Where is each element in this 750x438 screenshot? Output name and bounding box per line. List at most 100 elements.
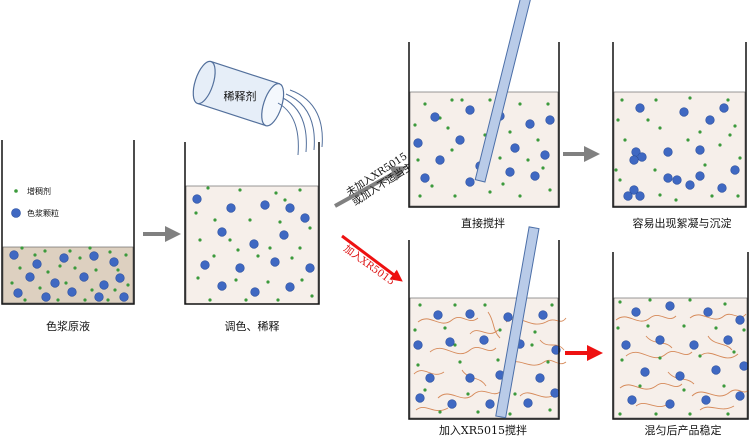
thickener-dot xyxy=(268,246,272,250)
pigment-particle xyxy=(703,307,713,317)
thickener-dot xyxy=(620,358,624,362)
pigment-particle xyxy=(465,105,475,115)
pour-stream xyxy=(285,93,315,151)
thickener-dot xyxy=(423,388,427,392)
thickener-dot xyxy=(616,326,620,330)
thickener-dot xyxy=(738,156,742,160)
thickener-dot xyxy=(518,102,522,106)
pigment-particle xyxy=(663,147,673,157)
thickener-dot xyxy=(742,328,746,332)
pigment-particle xyxy=(635,191,645,201)
pigment-particle xyxy=(735,315,745,325)
particles-direct xyxy=(413,98,555,198)
thickener-dot xyxy=(308,226,312,230)
pigment-particle xyxy=(235,263,245,273)
thickener-dot xyxy=(298,188,302,192)
thickener-dot xyxy=(56,298,60,302)
pigment-particle xyxy=(94,292,104,302)
thickener-dot xyxy=(416,158,420,162)
thickener-dot xyxy=(266,280,270,284)
pigment-particle xyxy=(695,145,705,155)
beaker-wall xyxy=(184,142,320,305)
thickener-dot xyxy=(298,246,302,250)
thickener-dot xyxy=(518,194,522,198)
thickener-dot xyxy=(416,363,420,367)
legend: 增稠剂 色浆颗粒 xyxy=(11,186,59,218)
thickener-dot xyxy=(508,130,512,134)
pigment-particle xyxy=(9,250,19,260)
pigment-particle xyxy=(730,165,740,175)
label-original: 色浆原液 xyxy=(46,319,90,333)
thickener-dot xyxy=(126,283,130,287)
pigment-particle xyxy=(545,115,555,125)
thickener-dot xyxy=(46,270,50,274)
beaker-xr-stir xyxy=(408,226,567,420)
thickener-dot xyxy=(714,326,718,330)
thickener-dot xyxy=(616,118,620,122)
pigment-particle xyxy=(665,399,675,409)
pigment-particle xyxy=(300,213,310,223)
thickener-dot xyxy=(548,188,552,192)
xr5015-fiber xyxy=(691,389,749,397)
thickener-dot xyxy=(698,130,702,134)
thickener-dot xyxy=(438,410,442,414)
thickener-dot xyxy=(274,191,278,195)
pigment-particle xyxy=(249,239,259,249)
thickener-dot xyxy=(460,98,464,102)
beaker-flocculation xyxy=(612,42,747,208)
xr5015-fiber xyxy=(625,350,693,359)
pigment-particle xyxy=(192,194,202,204)
thickener-dot xyxy=(682,388,686,392)
thickener-dot xyxy=(550,303,554,307)
thickener-dot xyxy=(736,194,740,198)
pigment-particle xyxy=(455,135,465,145)
thickener-dot xyxy=(732,350,736,354)
thickener-dot xyxy=(194,211,198,215)
thickener-dot xyxy=(541,166,545,170)
thickener-dot xyxy=(718,143,722,147)
pigment-particle xyxy=(689,340,699,350)
pigment-particle xyxy=(550,388,560,398)
beaker-original xyxy=(1,140,135,305)
particles-stable xyxy=(616,298,749,416)
thickener-dot xyxy=(124,253,128,257)
label-stable: 混匀后产品稳定 xyxy=(645,423,722,437)
pigment-particle xyxy=(50,278,60,288)
pigment-particle xyxy=(505,167,515,177)
pigment-particle xyxy=(739,361,749,371)
pigment-particle xyxy=(663,173,673,183)
thickener-dot xyxy=(483,303,487,307)
xr5015-fiber xyxy=(707,335,733,351)
pigment-particle xyxy=(115,273,125,283)
pigment-particle xyxy=(430,112,440,122)
thickener-dot xyxy=(498,328,502,332)
pigment-particle xyxy=(413,138,423,148)
pour-stream xyxy=(277,102,299,156)
pigment-particle xyxy=(631,307,641,317)
particles-xr xyxy=(413,303,561,416)
thickener-dot xyxy=(548,408,552,412)
thickener-dot xyxy=(58,264,62,268)
thickener-dot xyxy=(38,286,42,290)
pigment-particle xyxy=(445,337,455,347)
thickener-dot xyxy=(94,268,98,272)
pigment-particle xyxy=(723,335,733,345)
thickener-dot xyxy=(418,194,422,198)
pigment-particle xyxy=(13,288,23,298)
thickener-dot xyxy=(688,412,692,416)
beaker-wall xyxy=(408,240,560,420)
liquid-xr xyxy=(409,297,559,419)
pigment-particle xyxy=(119,292,129,302)
can-mouth xyxy=(261,83,285,127)
thickener-dot xyxy=(116,268,120,272)
xr5015-fiber xyxy=(429,346,497,355)
thickener-dot xyxy=(488,98,492,102)
thickener-dot xyxy=(658,356,662,360)
thickener-dot xyxy=(536,138,540,142)
particles-floc xyxy=(614,96,742,202)
thickener-dot xyxy=(614,168,618,172)
thickener-dot xyxy=(430,184,434,188)
thickener-dot xyxy=(623,138,627,142)
thickener-dot xyxy=(710,194,714,198)
thickener-dot xyxy=(413,328,417,332)
